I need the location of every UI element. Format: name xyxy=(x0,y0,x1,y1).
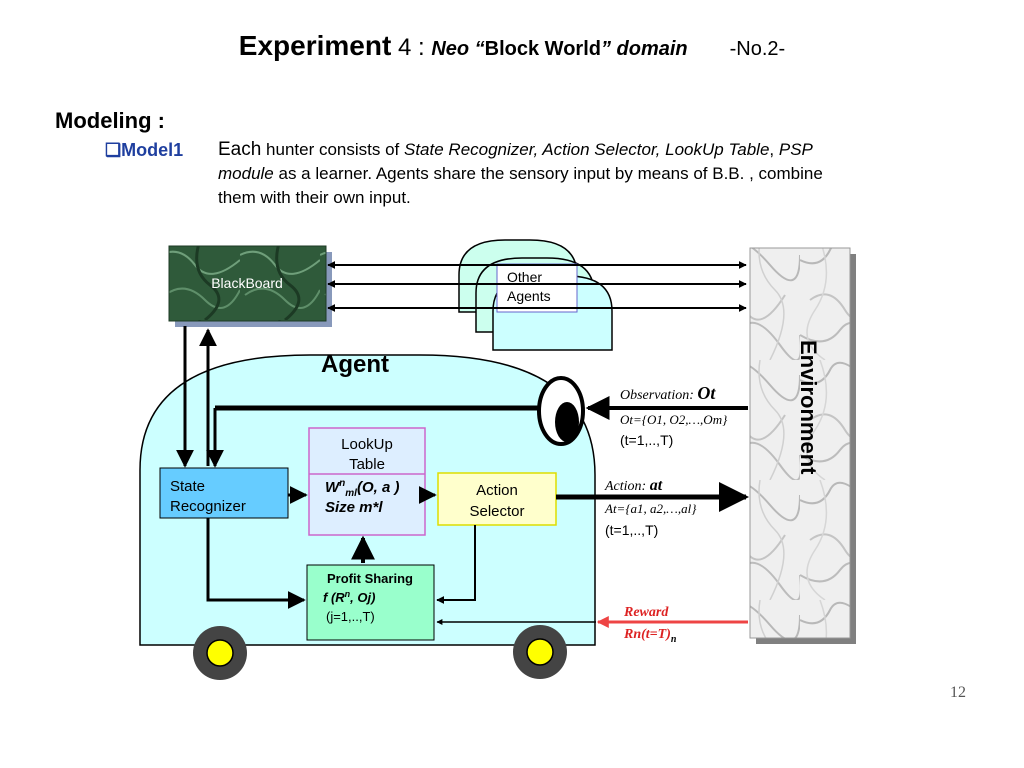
eye-icon xyxy=(537,376,585,446)
lookup-size: Size m*l xyxy=(325,499,383,516)
lookup-table-box xyxy=(308,427,426,536)
modeling-heading: Modeling : xyxy=(55,108,165,133)
profit-f: f (R xyxy=(323,590,345,605)
action-set: At={a1, a2,…,al} xyxy=(604,501,697,516)
reward-formula-sub: n xyxy=(671,634,677,645)
action-symbol: at xyxy=(650,477,663,494)
profit-formula: f (Rn, Oj) xyxy=(323,589,375,605)
environment-block xyxy=(749,247,851,639)
profit-sharing-box xyxy=(306,564,435,641)
action-label: Action: at xyxy=(604,477,663,494)
title-experiment: Experiment xyxy=(238,30,392,61)
desc-components: State Recognizer, Action Selector, LookU… xyxy=(404,140,770,159)
state-recognizer-label-2: Recognizer xyxy=(170,498,246,515)
model1-description: Each hunter consists of State Recognizer… xyxy=(218,138,838,210)
observation-symbol: Ot xyxy=(697,383,716,403)
slide-title: Experiment 4 : Neo “Block World” domain -… xyxy=(0,30,1024,62)
reward-label: Reward xyxy=(623,605,669,620)
agent-label: Agent xyxy=(321,351,389,378)
lookup-w: W xyxy=(325,479,341,496)
state-recognizer-label-1: State xyxy=(170,478,205,495)
title-domain: ” domain xyxy=(600,38,688,60)
page-number: 12 xyxy=(950,684,966,701)
model1-text: Model1 xyxy=(121,140,184,160)
other-agents-label-2: Agents xyxy=(507,288,551,304)
observation-set: Ot={O1, O2,…,Om} xyxy=(620,412,728,427)
desc-t3: as a learner. Agents share the sensory i… xyxy=(218,164,823,207)
blackboard-box xyxy=(168,245,327,322)
bullet-icon: ❑ xyxy=(105,140,122,160)
lookup-w-sub: ml xyxy=(345,488,357,499)
desc-t1: hunter consists of xyxy=(261,140,404,159)
state-to-profit-arrow xyxy=(206,518,306,609)
action-range: (t=1,..,T) xyxy=(605,522,658,538)
observation-range: (t=1,..,T) xyxy=(620,432,673,448)
desc-t2: , xyxy=(769,140,779,159)
lookup-title-2: Table xyxy=(349,456,385,473)
title-number: 4 : xyxy=(391,34,432,61)
title-slide-no: -No.2- xyxy=(729,38,786,60)
action-selector-box xyxy=(437,472,557,526)
action-to-profit-arrow xyxy=(436,525,476,604)
other-agents-label-1: Other xyxy=(507,269,542,285)
lookup-title-1: LookUp xyxy=(341,436,393,453)
lookup-w-sup: n xyxy=(339,478,345,489)
action-selector-label-1: Action xyxy=(476,482,518,499)
lookup-weight: Wnml(O, a ) xyxy=(325,478,399,499)
profit-f-end: , Oj) xyxy=(349,590,375,605)
state-recognizer-box xyxy=(159,467,289,519)
desc-psp: PSP module xyxy=(218,140,813,183)
wheel-left-hub xyxy=(206,639,234,667)
title-neo: Neo “ xyxy=(431,38,485,60)
reward-formula: Rn(t=T)n xyxy=(623,627,677,645)
action-label-text: Action: xyxy=(604,479,650,494)
wheel-right-hub xyxy=(526,638,554,666)
observation-label: Observation: Ot xyxy=(620,383,716,403)
title-block-world: Block World xyxy=(484,38,601,60)
blackboard-label: BlackBoard xyxy=(211,275,283,291)
model1-label: ❑Model1 xyxy=(105,140,183,161)
action-selector-label-2: Selector xyxy=(469,503,524,520)
profit-title: Profit Sharing xyxy=(327,571,413,586)
observation-label-text: Observation: xyxy=(620,388,697,403)
profit-range: (j=1,..,T) xyxy=(326,609,375,624)
lookup-w-args: (O, a ) xyxy=(357,479,400,496)
environment-label: Environment xyxy=(796,340,821,475)
profit-f-sup: n xyxy=(345,589,351,599)
reward-formula-text: Rn(t=T) xyxy=(623,627,671,642)
desc-each: Each xyxy=(218,139,262,160)
